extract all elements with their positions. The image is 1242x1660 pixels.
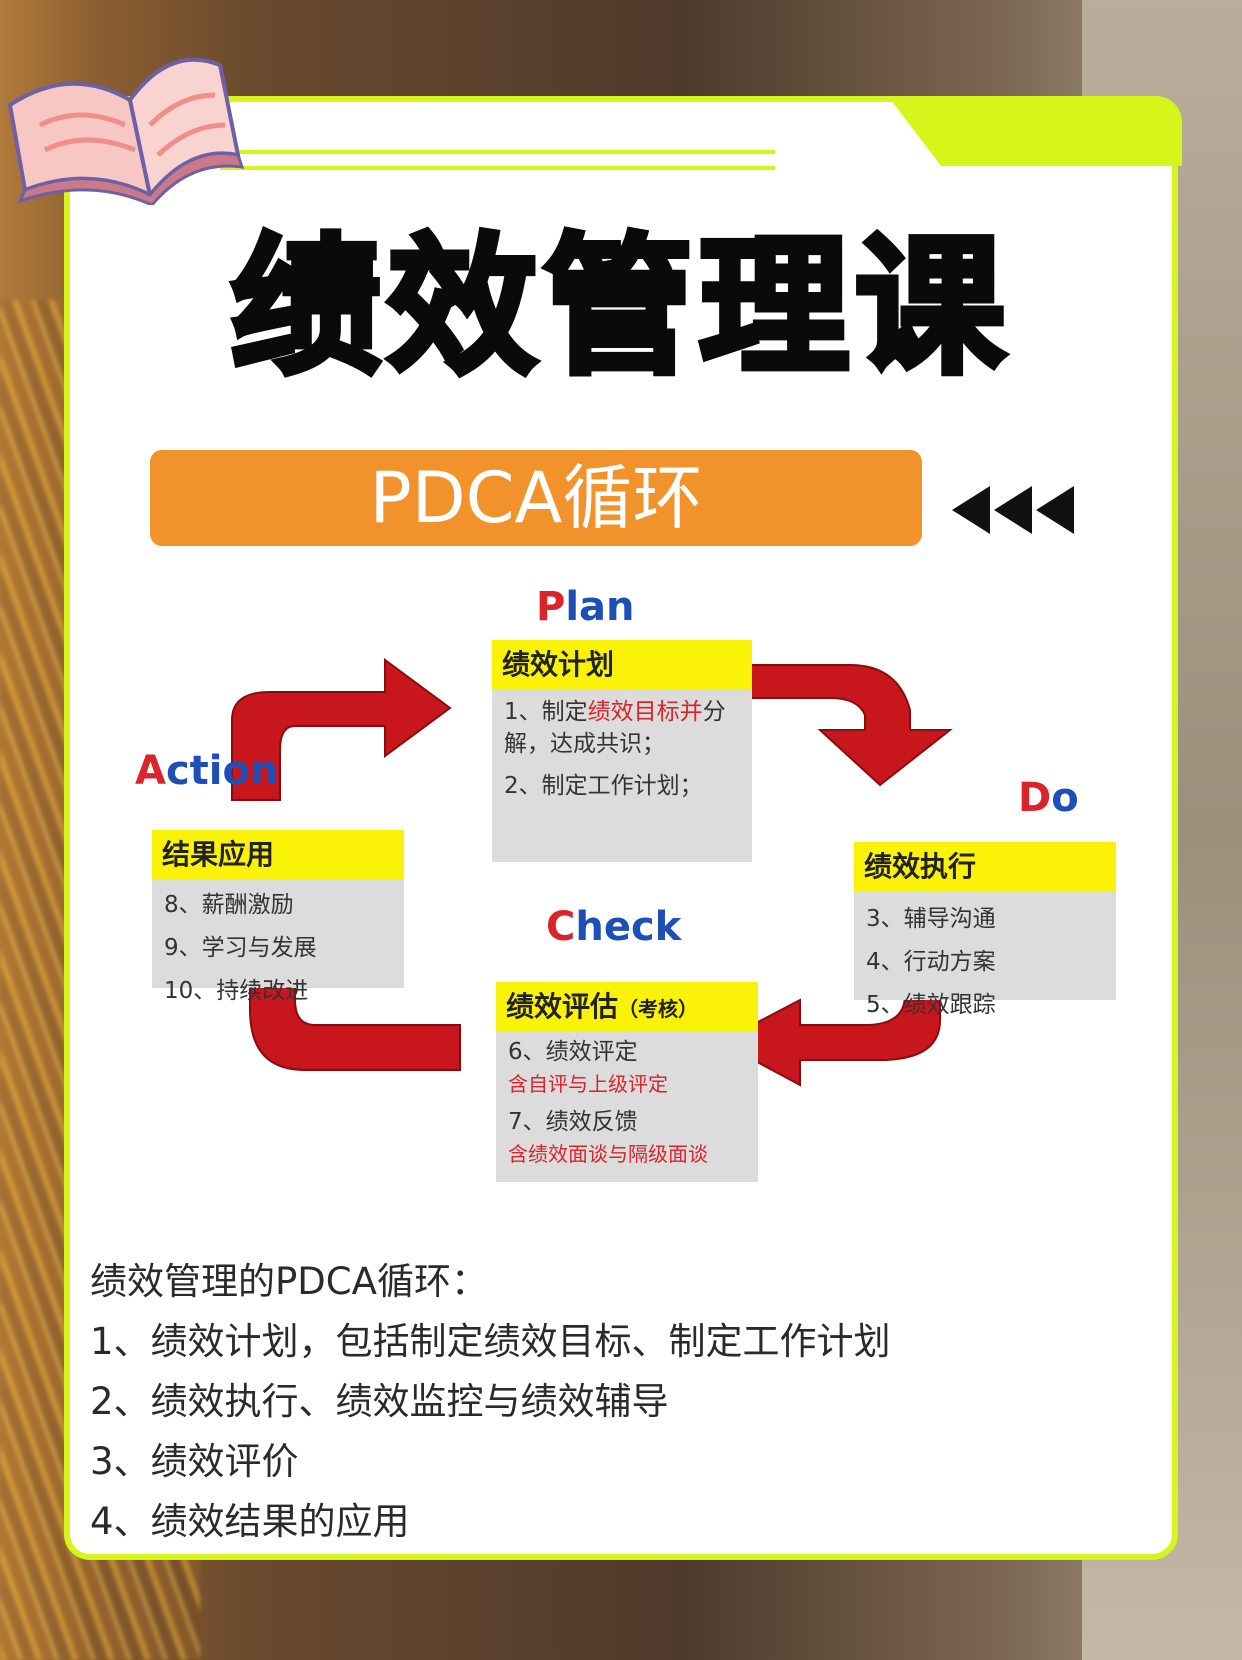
summary-heading: 绩效管理的PDCA循环： [90, 1260, 488, 1303]
action-label: Action [135, 748, 279, 794]
action-box: 结果应用 8、薪酬激励 9、学习与发展 10、持续改进 [152, 830, 404, 1004]
summary-line: 2、绩效执行、绩效监控与绩效辅导 [90, 1380, 669, 1423]
do-item-1: 3、辅导沟通 [866, 906, 996, 932]
check-line-1-note: 含自评与上级评定 [508, 1072, 668, 1096]
do-item-2: 4、行动方案 [866, 949, 996, 975]
decor-rule [220, 150, 775, 154]
summary-line: 4、绩效结果的应用 [90, 1500, 410, 1543]
check-line-2-note: 含绩效面谈与隔级面谈 [508, 1142, 708, 1166]
action-item-2: 9、学习与发展 [164, 935, 317, 961]
summary-line: 1、绩效计划，包括制定绩效目标、制定工作计划 [90, 1320, 891, 1363]
check-line-2: 7、绩效反馈 [508, 1109, 638, 1135]
triple-left-arrow-icon [952, 486, 1074, 534]
action-item-1: 8、薪酬激励 [164, 892, 294, 918]
arrow-do-to-check [717, 984, 941, 1087]
decor-rule [220, 166, 775, 170]
summary-text: 绩效管理的PDCA循环： 1、绩效计划，包括制定绩效目标、制定工作计划 2、绩效… [90, 1252, 891, 1552]
do-box: 绩效执行 3、辅导沟通 4、行动方案 5、绩效跟踪 [854, 842, 1116, 1018]
open-book-icon [7, 57, 245, 205]
plan-line-2: 2、制定工作计划； [504, 773, 703, 799]
check-header: 绩效评估（考核） [496, 982, 758, 1032]
do-label: Do [1018, 775, 1079, 821]
check-box: 绩效评估（考核） 6、绩效评定 含自评与上级评定 7、绩效反馈 含绩效面谈与隔级… [496, 982, 758, 1182]
pdca-diagram: Plan 绩效计划 1、制定绩效目标并分解，达成共识； 2、制定工作计划； Do… [120, 580, 1130, 1200]
check-label: Check [546, 904, 682, 950]
content-card [64, 96, 1178, 1560]
plan-header: 绩效计划 [492, 640, 752, 690]
do-item-3: 5、绩效跟踪 [866, 992, 996, 1018]
card-corner-tab [888, 96, 1182, 166]
arrow-action-to-plan [231, 658, 452, 801]
summary-line: 3、绩效评价 [90, 1440, 299, 1483]
check-line-1: 6、绩效评定 [508, 1039, 638, 1065]
plan-box: 绩效计划 1、制定绩效目标并分解，达成共识； 2、制定工作计划； [492, 640, 752, 862]
action-item-3: 10、持续改进 [164, 978, 309, 1004]
section-banner: PDCA循环 [150, 450, 922, 546]
do-header: 绩效执行 [854, 842, 1116, 892]
plan-line-1: 1、制定绩效目标并分解，达成共识； [504, 699, 726, 757]
plan-label: Plan [536, 584, 635, 630]
page-title: 绩效管理课 [228, 221, 1011, 395]
action-header: 结果应用 [152, 830, 404, 880]
arrow-plan-to-do [731, 664, 953, 787]
